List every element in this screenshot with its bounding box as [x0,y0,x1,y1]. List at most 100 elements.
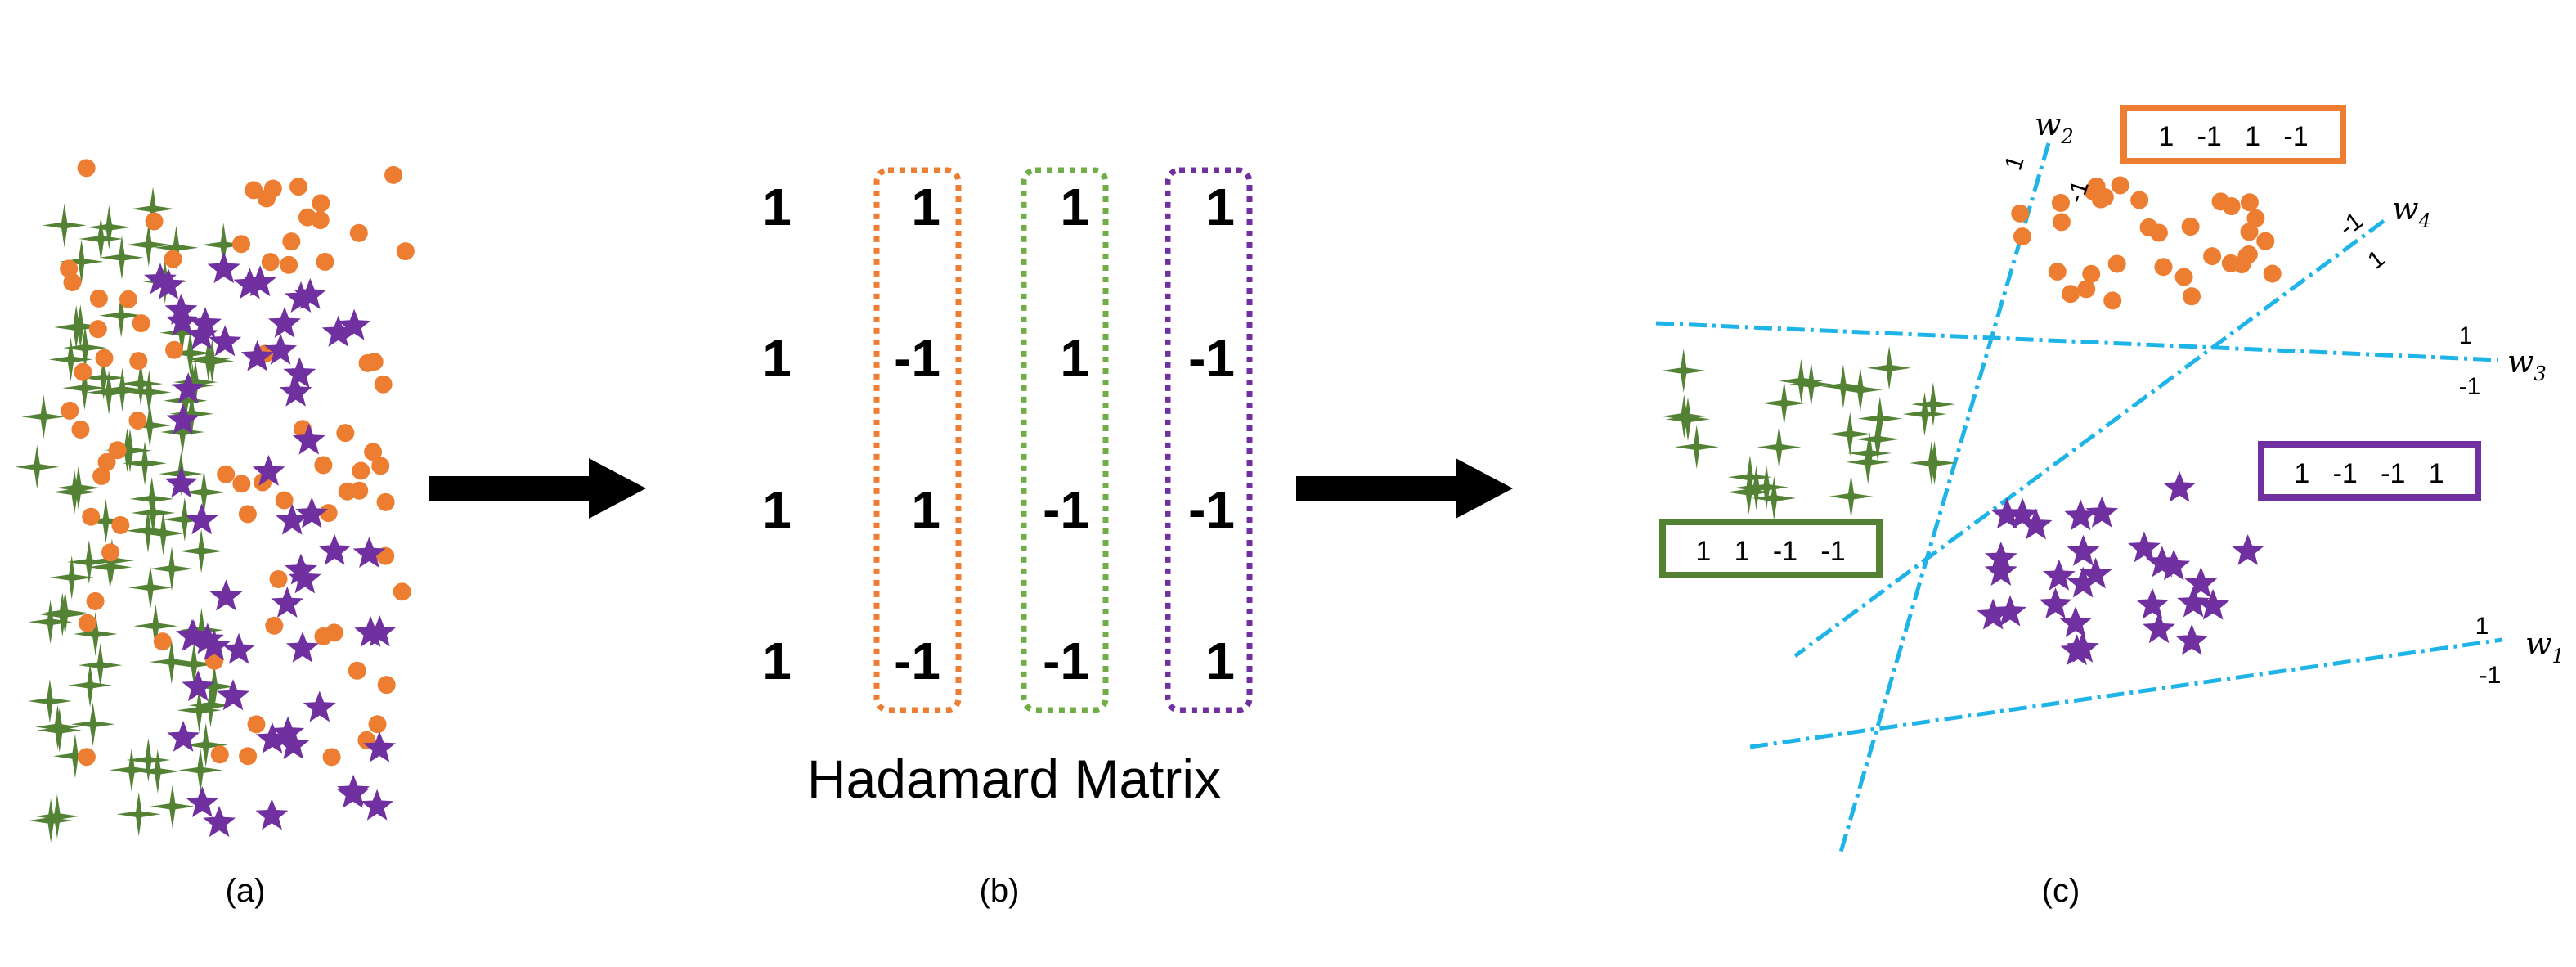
green-sparkle [52,734,97,779]
orange-dot [311,211,330,230]
orange-dot [2084,182,2103,200]
green-sparkle [149,640,194,685]
orange-dot [377,676,396,695]
orange-dot [2052,213,2071,232]
orange-dot [312,194,330,213]
orange-dot [2183,287,2201,306]
purple-star [252,454,285,486]
green-sparkle [1838,367,1883,412]
orange-dot [2154,258,2173,277]
orange-dot [2240,223,2259,241]
green-sparkle [1788,362,1833,407]
matrix-cell: -1 [894,632,940,690]
purple-star [1994,595,2026,627]
matrix-cell: 1 [1060,178,1089,236]
green-sparkle [179,528,224,573]
green-sparkle [100,367,145,412]
orange-dot [2082,264,2101,283]
purple-star [285,281,317,313]
orange-dot [349,223,368,242]
matrix-cell: 1 [1060,329,1089,388]
green-sparkle [1829,474,1874,519]
orange-dot [2246,209,2265,227]
green-sparkle [108,428,152,473]
green-sparkle [182,470,227,515]
code-box-green [1659,519,1883,578]
green-sparkle [173,360,218,405]
column-highlight-green [1021,167,1109,713]
orange-dot [338,482,357,501]
orange-dot [247,715,266,734]
w1-positive-label: 1 [2475,613,2489,640]
matrix-cell: -1 [1043,480,1089,539]
orange-dot [352,461,370,480]
purple-star [172,372,205,404]
orange-dot [316,252,334,271]
orange-dot [364,443,383,461]
green-sparkle [1727,455,1772,500]
orange-dot [101,543,119,562]
orange-dot [2011,204,2030,223]
orange-dot [314,456,333,475]
green-sparkle [168,331,213,376]
matrix-cell: 1 [762,329,792,388]
purple-star [336,776,370,808]
green-sparkle [1846,439,1891,484]
green-sparkle [59,239,104,284]
green-sparkle [126,223,171,268]
orange-dot [210,745,229,764]
orange-dot [89,289,108,308]
green-sparkle [1820,364,1865,409]
purple-star [2143,612,2175,644]
purple-star [209,579,243,611]
orange-dot [108,441,127,460]
orange-dot [164,250,182,268]
orange-dot [132,314,150,333]
orange-dot [77,159,96,178]
orange-dot [368,715,387,734]
green-sparkle [56,466,101,510]
orange-dot [231,235,250,254]
green-sparkle [29,798,74,843]
orange-dot [128,411,147,430]
orange-dot [245,181,263,200]
purple-star [271,587,304,618]
green-sparkle [178,748,223,793]
purple-star [2175,623,2209,655]
orange-dot [280,255,298,274]
green-sparkle [28,600,73,645]
orange-dot [374,375,393,394]
purple-star [2231,534,2264,565]
orange-dot [282,232,301,251]
code-orange: 1 -1 1 -1 [2158,121,2308,152]
purple-star [286,631,319,663]
matrix-cell: 1 [911,178,940,236]
orange-dot [319,504,338,523]
purple-star [318,533,352,565]
orange-dot [86,591,105,610]
purple-star [2085,496,2119,528]
green-sparkle [126,738,171,782]
orange-dot [2107,254,2126,273]
orange-dot [289,178,308,196]
w1-negative-label: -1 [2480,662,2502,689]
column-highlight-purple [1165,167,1253,713]
purple-star [2136,587,2169,619]
green-sparkle [81,355,126,400]
orange-dot [2130,191,2149,209]
green-sparkle [88,545,132,590]
panel-c-caption: (c) [2042,873,2080,909]
matrix-cell: -1 [894,329,940,388]
w3-label: w3 [2507,344,2547,385]
green-sparkle [109,748,154,793]
green-sparkle [1662,394,1707,439]
purple-star [1984,541,2017,573]
purple-star [166,304,199,336]
purple-star [166,403,200,434]
orange-dot [314,627,333,645]
orange-dot [153,632,172,651]
green-sparkle [73,612,118,656]
orange-dot [2061,285,2080,304]
purple-star [321,315,355,347]
purple-star [2197,588,2230,620]
